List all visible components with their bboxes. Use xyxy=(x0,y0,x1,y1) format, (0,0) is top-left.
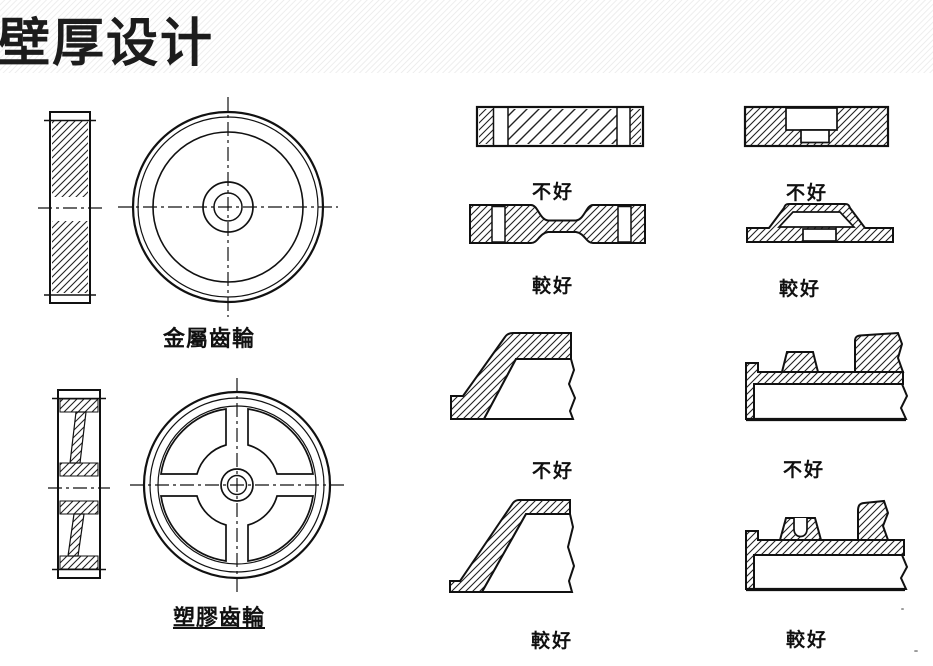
metal-gear-front-view-drawing xyxy=(118,97,338,317)
ribbed-plate-bad-label: 不好 xyxy=(782,460,825,481)
metal-gear-caption: 金屬齒輪 xyxy=(162,326,255,351)
flat-plate-bad-label: 不好 xyxy=(531,182,574,203)
scan-speck xyxy=(914,650,918,652)
boss-pocket-better-label: 較好 xyxy=(778,279,821,300)
ribbed-plate-better-drawing xyxy=(745,499,909,592)
plastic-gear-side-view-drawing xyxy=(48,389,110,579)
flat-plate-bad-drawing xyxy=(475,105,645,148)
metal-gear-side-view-drawing xyxy=(38,111,102,304)
scan-speck xyxy=(901,608,904,610)
sloped-wall-bad-drawing xyxy=(450,332,577,420)
ribbed-plate-bad-drawing xyxy=(745,331,909,422)
sloped-wall-better-drawing xyxy=(449,499,576,593)
plastic-gear-front-view-drawing xyxy=(130,378,344,592)
sloped-wall-bad-label: 不好 xyxy=(531,461,574,482)
flat-plate-better-drawing xyxy=(469,204,646,244)
page-title: 壁厚设计 xyxy=(0,15,215,73)
boss-pocket-better-drawing xyxy=(746,203,894,243)
header-texture-band xyxy=(0,0,933,73)
boss-pocket-bad-drawing xyxy=(743,105,890,148)
boss-pocket-bad-label: 不好 xyxy=(785,183,828,204)
plastic-gear-caption: 塑膠齒輪 xyxy=(172,605,265,630)
flat-plate-better-label: 較好 xyxy=(531,276,574,297)
ribbed-plate-better-label: 較好 xyxy=(785,630,828,651)
sloped-wall-better-label: 較好 xyxy=(530,631,573,652)
